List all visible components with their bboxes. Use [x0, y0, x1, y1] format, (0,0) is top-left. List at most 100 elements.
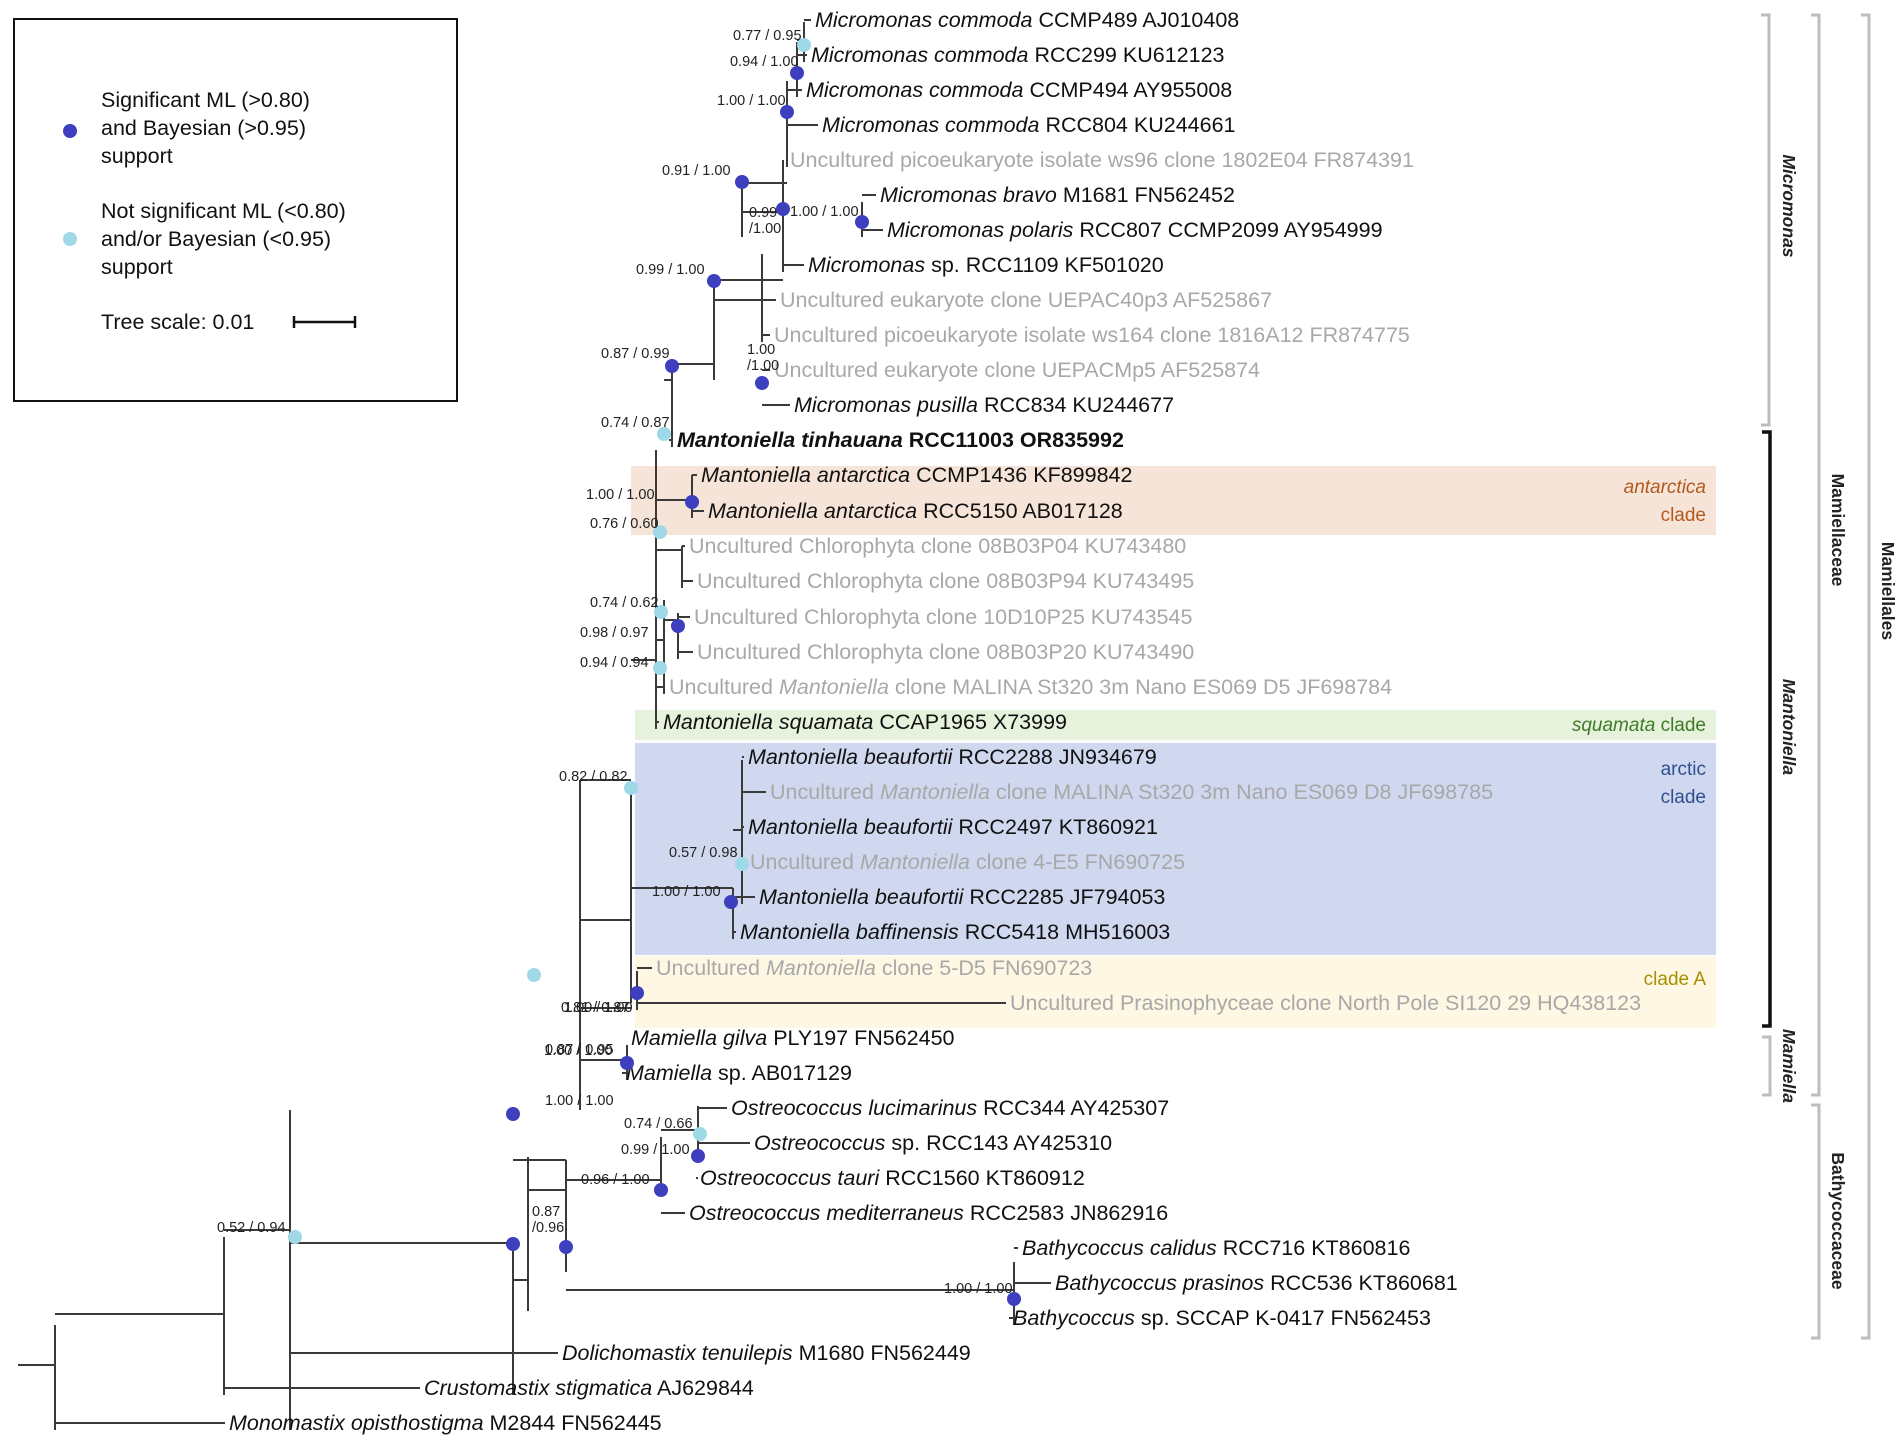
nonsignificant-node-dot: [624, 781, 638, 795]
taxon-label: Dolichomastix tenuilepis M1680 FN562449: [562, 1341, 971, 1365]
taxon-label: Ostreococcus lucimarinus RCC344 AY425307: [731, 1096, 1169, 1120]
taxon-name-italic: Mantoniella antarctica: [701, 463, 910, 487]
antarctica-clade-label: clade: [1661, 505, 1706, 526]
legend-not-significant-line-3: support: [101, 255, 173, 279]
significant-node-dot: [671, 619, 685, 633]
taxon-name-text: clone 5-D5 FN690723: [876, 956, 1092, 980]
antarctica-clade-label: antarctica: [1624, 477, 1706, 498]
mamiella-bar-label: Mamiella: [1779, 1029, 1799, 1103]
nonsignificant-node-dot: [735, 857, 749, 871]
taxon-name-text: clone 4-E5 FN690725: [970, 850, 1185, 874]
support-label: 0.52 / 0.94: [217, 1220, 286, 1236]
support-label: 1.00 / 1.00: [717, 93, 786, 109]
taxon-label: Mantoniella tinhauana RCC11003 OR835992: [677, 428, 1124, 452]
nonsignificant-node-dot: [653, 525, 667, 539]
taxon-label: Ostreococcus mediterraneus RCC2583 JN862…: [689, 1201, 1168, 1225]
taxon-label: Micromonas polaris RCC807 CCMP2099 AY954…: [887, 218, 1383, 242]
taxon-name-italic: Micromonas: [808, 253, 925, 277]
support-ml: 0.99: [749, 205, 777, 221]
taxon-name-text: RCC5418 MH516003: [959, 920, 1171, 944]
taxon-name-text: Uncultured picoeukaryote isolate ws164 c…: [774, 323, 1410, 347]
taxon-name-text: RCC299 KU612123: [1028, 43, 1224, 67]
significant-node-dot: [691, 1149, 705, 1163]
taxon-name-text: sp. AB017129: [712, 1061, 852, 1085]
taxon-name-text: Uncultured: [750, 850, 860, 874]
clade-label-part: clade A: [1644, 969, 1707, 990]
taxon-name-italic: Mantoniella beaufortii: [759, 885, 965, 909]
significant-node-dot: [707, 274, 721, 288]
taxon-name-text: Uncultured: [669, 675, 779, 699]
significant-node-dot: [735, 175, 749, 189]
taxon-label: Mantoniella beaufortii RCC2288 JN934679: [748, 745, 1157, 769]
arctic-clade-highlight: [635, 743, 1716, 955]
support-label: 0.96 / 1.00: [581, 1172, 650, 1188]
significant-node-dot: [620, 1056, 634, 1070]
significant-node-dot: [1007, 1292, 1021, 1306]
taxon-label: Uncultured Prasinophyceae clone North Po…: [1010, 991, 1641, 1015]
nonsignificant-node-dot: [288, 1230, 302, 1244]
taxon-name-text: CCMP1436 KF899842: [910, 463, 1132, 487]
tree-scale-label: Tree scale: 0.01: [101, 310, 254, 334]
significant-node-dot: [654, 1183, 668, 1197]
micromonas-bar-label: Micromonas: [1779, 154, 1799, 257]
taxon-name-italic: Bathycoccus prasinos: [1055, 1271, 1264, 1295]
taxon-name-italic: Ostreococcus lucimarinus: [731, 1096, 977, 1120]
tree-scale-bar: [292, 316, 357, 328]
micromonas-bar: [1761, 13, 1771, 427]
squamata-clade-label: squamata clade: [1572, 715, 1706, 736]
support-ml: 0.87: [532, 1204, 560, 1220]
taxon-label: Mantoniella squamata CCAP1965 X73999: [663, 710, 1067, 734]
taxon-name-text: RCC716 KT860816: [1217, 1236, 1411, 1260]
support-bayes: /0.96: [532, 1220, 564, 1236]
clade-label-part: squamata: [1572, 715, 1655, 736]
support-label: 1.00 / 1.00: [944, 1281, 1013, 1297]
taxon-name-italic: Micromonas commoda: [806, 78, 1023, 102]
tree-branches: [18, 19, 1051, 1430]
support-label: 0.87/0.96: [532, 1204, 564, 1236]
nonsignificant-node-dot: [653, 661, 667, 675]
nonsignificant-node-dot: [654, 605, 668, 619]
support-label: 1.00/1.00: [747, 342, 779, 374]
taxon-label: Ostreococcus tauri RCC1560 KT860912: [700, 1166, 1085, 1190]
taxon-name-text: M1681 FN562452: [1057, 183, 1235, 207]
support-bayes: /1.00: [747, 358, 779, 374]
taxon-name-italic: Micromonas polaris: [887, 218, 1074, 242]
taxon-name-text: Uncultured eukaryote clone UEPAC40p3 AF5…: [780, 288, 1272, 312]
bathycoccaceae-bar-label: Bathycoccaceae: [1828, 1152, 1848, 1289]
taxon-label: Crustomastix stigmatica AJ629844: [424, 1376, 754, 1400]
taxon-label: Uncultured Mantoniella clone MALINA St32…: [770, 780, 1493, 804]
legend: Significant ML (>0.80) and Bayesian (>0.…: [13, 18, 458, 402]
support-ml: 1.00: [747, 342, 775, 358]
legend-significant-line-1: Significant ML (>0.80): [101, 88, 310, 112]
taxon-name-italic: Micromonas commoda: [811, 43, 1028, 67]
taxon-name-text: RCC807 CCMP2099 AY954999: [1073, 218, 1382, 242]
support-label: 0.74 / 0.87: [601, 415, 670, 431]
support-label: 0.82 / 0.82: [559, 769, 628, 785]
support-label: 1.00 / 1.00: [790, 204, 859, 220]
taxon-name-italic: Mantoniella tinhauana: [677, 428, 903, 452]
bathycoccaceae-bar: [1811, 1103, 1821, 1340]
taxon-label: Mantoniella beaufortii RCC2285 JF794053: [759, 885, 1165, 909]
taxon-label: Bathycoccus sp. SCCAP K-0417 FN562453: [1013, 1306, 1431, 1330]
taxon-label: Uncultured picoeukaryote isolate ws164 c…: [774, 323, 1410, 347]
support-label: 1.00 / 1.00: [652, 884, 721, 900]
taxon-name-italic: Mantoniella: [766, 956, 876, 980]
support-label: 0.99/1.00: [749, 205, 781, 237]
legend-significant-line-3: support: [101, 144, 173, 168]
taxon-label: Uncultured Mantoniella clone MALINA St32…: [669, 675, 1392, 699]
taxon-name-text: CCAP1965 X73999: [873, 710, 1067, 734]
taxon-name-text: Uncultured Chlorophyta clone 08B03P20 KU…: [697, 640, 1194, 664]
significant-node-dot: [776, 202, 790, 216]
nonsignificant-node-dot: [693, 1127, 707, 1141]
legend-not-significant-line-1: Not significant ML (<0.80): [101, 199, 346, 223]
taxon-name-italic: Monomastix opisthostigma: [229, 1411, 484, 1435]
taxon-label: Mantoniella beaufortii RCC2497 KT860921: [748, 815, 1158, 839]
taxon-labels: Micromonas commoda CCMP489 AJ010408Micro…: [229, 8, 1641, 1435]
taxon-label: Uncultured Mantoniella clone 5-D5 FN6907…: [656, 956, 1092, 980]
taxon-label: Monomastix opisthostigma M2844 FN562445: [229, 1411, 662, 1435]
mamiella-bar: [1762, 1035, 1772, 1097]
taxon-label: Micromonas pusilla RCC834 KU244677: [794, 393, 1174, 417]
significant-node-dot: [724, 895, 738, 909]
significant-node-dot: [506, 1107, 520, 1121]
